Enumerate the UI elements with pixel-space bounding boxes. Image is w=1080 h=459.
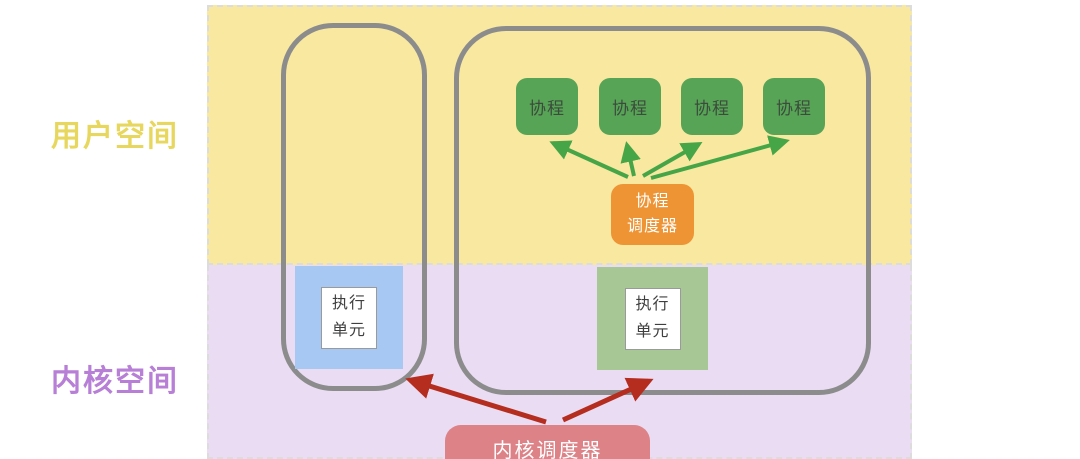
thread-container-right: [454, 26, 871, 395]
coroutine-box: 协程: [763, 78, 825, 135]
coroutine-box: 协程: [516, 78, 578, 135]
execution-unit-right-label: 执行 单元: [624, 287, 681, 350]
execution-unit-right: 执行 单元: [597, 267, 708, 370]
user-space-label: 用户空间: [51, 120, 179, 153]
execution-unit-right-line1: 执行: [635, 296, 670, 314]
execution-unit-left-line2: 单元: [331, 321, 366, 339]
coroutine-scheduler-label-line2: 调度器: [626, 217, 678, 235]
execution-unit-left-line1: 执行: [331, 295, 366, 313]
execution-unit-right-line2: 单元: [635, 322, 670, 340]
coroutine-scheduler-box: 协程 调度器: [611, 184, 694, 245]
kernel-scheduler-box: 内核调度器: [445, 425, 650, 459]
execution-unit-left: 执行 单元: [295, 266, 403, 369]
execution-unit-left-label: 执行 单元: [321, 286, 377, 349]
kernel-space-label: 内核空间: [51, 365, 179, 398]
coroutine-box: 协程: [599, 78, 661, 135]
kernel-scheduler-label: 内核调度器: [492, 440, 603, 459]
coroutine-scheduler-label-line1: 协程: [635, 192, 670, 210]
coroutine-box: 协程: [681, 78, 743, 135]
thread-container-left: [281, 23, 427, 391]
